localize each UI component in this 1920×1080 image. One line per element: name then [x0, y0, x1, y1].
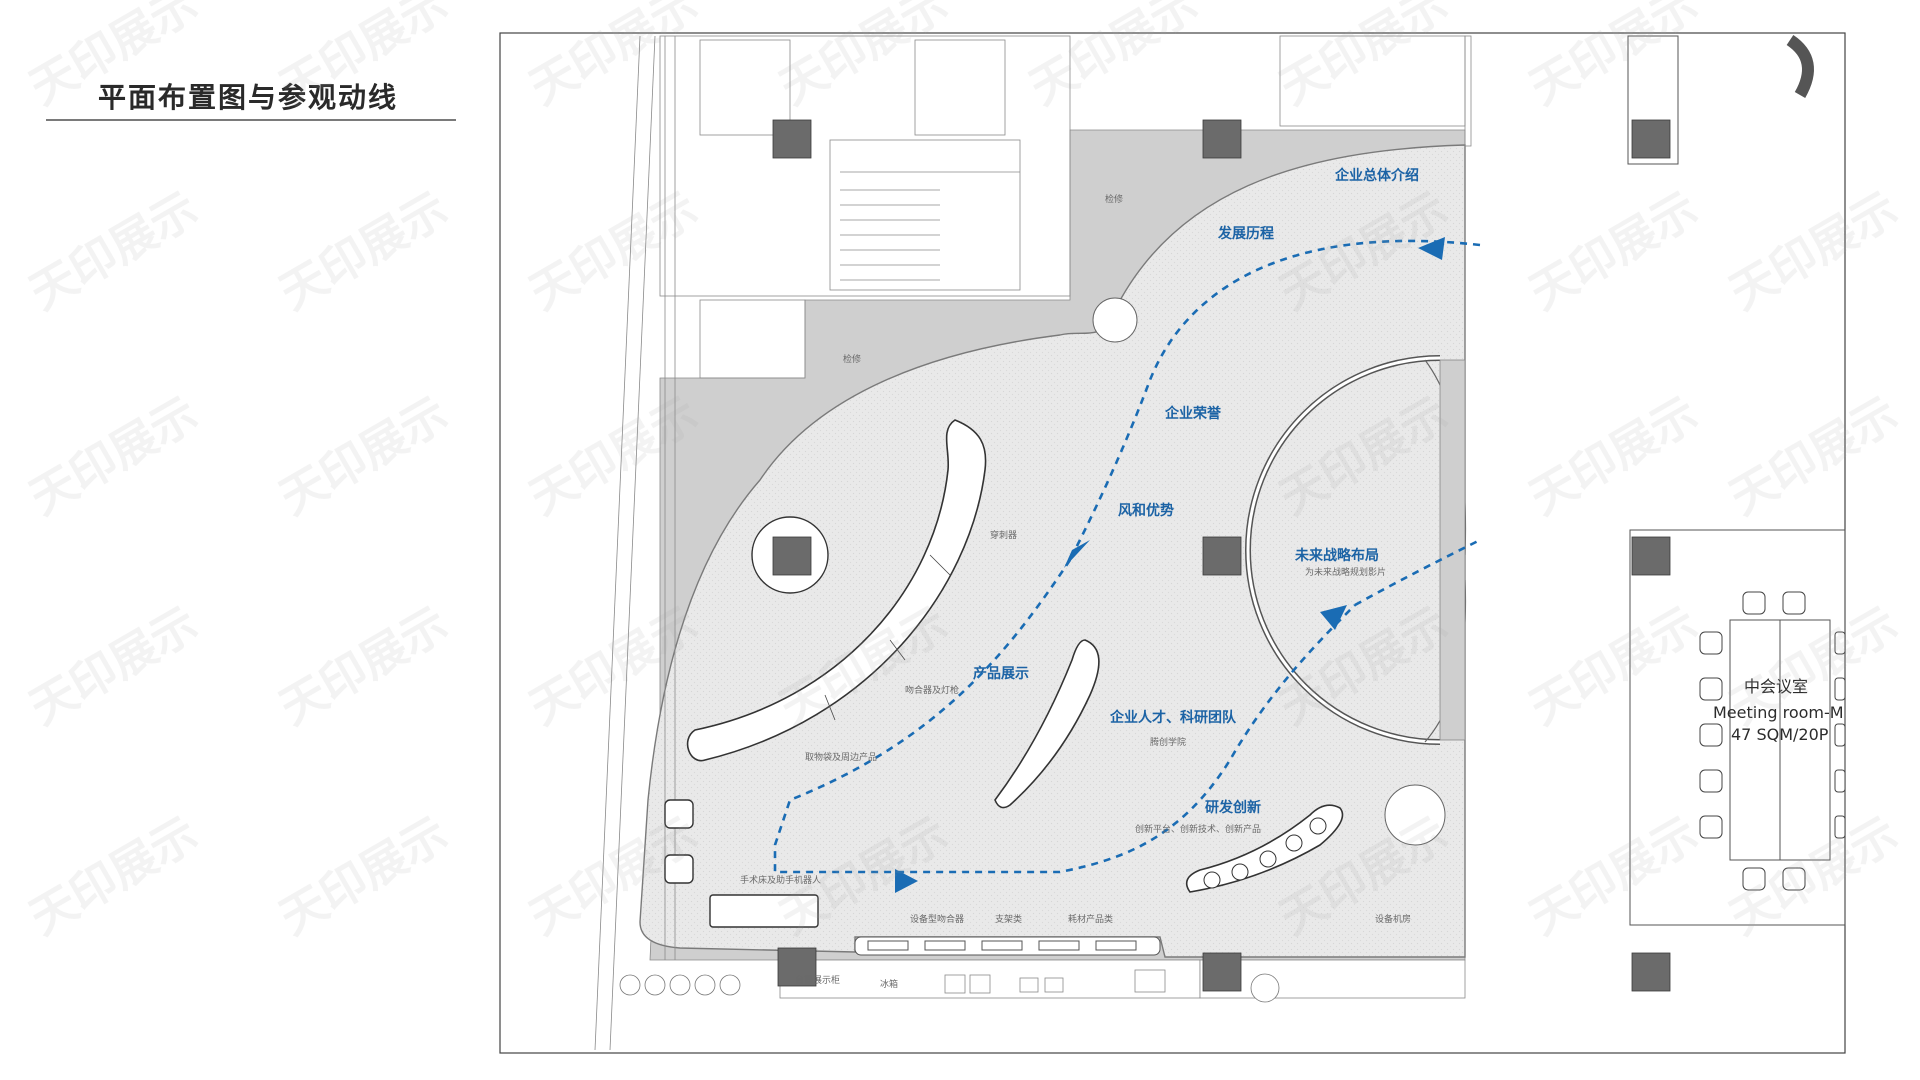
note-cabinet: 台面展示柜: [795, 974, 840, 986]
zone-label-talent-team: 企业人才、科研团队: [1109, 709, 1237, 726]
columns: [772, 119, 1671, 992]
zone-label-product-display: 产品展示: [973, 665, 1029, 682]
route-arrow-icon: [1064, 540, 1090, 568]
note-equipment-room: 设备机房: [1375, 913, 1411, 925]
door-swing: [1384, 784, 1446, 846]
visitor-route: [773, 239, 1481, 874]
zone-label-history: 发展历程: [1217, 225, 1274, 242]
column: [772, 536, 812, 576]
note-surgical-bed: 手术床及助手机器人: [740, 874, 821, 886]
strategy-theater: [1245, 355, 1467, 745]
note-device-stapler: 设备型吻合器: [910, 913, 964, 925]
planters: [619, 973, 1280, 1003]
product-display-counter: [686, 419, 987, 762]
title-divider: [46, 119, 456, 121]
meeting-room: [1627, 35, 1846, 926]
column: [1202, 952, 1242, 992]
route-arrow-icon: [1418, 237, 1445, 260]
note-retrieval-bag: 取物袋及周边产品: [805, 751, 877, 763]
column: [777, 947, 817, 987]
route-arrow-icon: [1320, 605, 1347, 630]
column: [1631, 952, 1671, 992]
column: [1631, 119, 1671, 159]
route-arrows: [895, 237, 1445, 893]
column: [1202, 536, 1242, 576]
middle-display-bar: [994, 639, 1100, 809]
bottom-strip: [779, 959, 1466, 999]
display-bench: [854, 936, 1161, 956]
note-maintenance: 检修: [1105, 193, 1123, 205]
exhibition-floor: [639, 144, 1466, 958]
note-maintenance: 检修: [843, 353, 861, 365]
zone-label-advantages: 风和优势: [1118, 502, 1174, 519]
note-puncture: 穿刺器: [990, 529, 1017, 541]
zone-label-honors: 企业荣誉: [1164, 405, 1222, 422]
stair-block: [594, 35, 1472, 1051]
meeting-room-name: 中会议室: [1744, 677, 1808, 696]
rnd-bench: [1185, 804, 1344, 893]
column: [1631, 536, 1671, 576]
note-cabinet: 冰箱: [880, 978, 898, 990]
zone-sub-rnd: 创新平台、创新技术、创新产品: [1135, 823, 1261, 835]
zone-label-future-strategy: 未来战略布局: [1295, 547, 1379, 564]
meeting-room-name-en: Meeting room-M: [1713, 703, 1844, 722]
column: [1202, 119, 1242, 159]
zone-sub-future-strategy: 为未来战略规划影片: [1305, 566, 1386, 578]
zone-label-rnd: 研发创新: [1205, 799, 1261, 816]
kiosks: [664, 799, 819, 928]
page-title: 平面布置图与参观动线: [98, 81, 399, 114]
zone-sub-talent-team: 腾创学院: [1150, 736, 1186, 748]
note-support: 支架类: [995, 913, 1022, 925]
note-consumables: 耗材产品类: [1068, 913, 1113, 925]
route-arrow-icon: [895, 869, 918, 893]
column: [772, 119, 812, 159]
note-stapler: 吻合器及灯枪: [905, 684, 959, 696]
route-path: [1068, 239, 1481, 561]
zone-label-corporate-intro: 企业总体介绍: [1334, 167, 1419, 184]
meeting-room-capacity: 47 SQM/20P: [1731, 725, 1829, 744]
